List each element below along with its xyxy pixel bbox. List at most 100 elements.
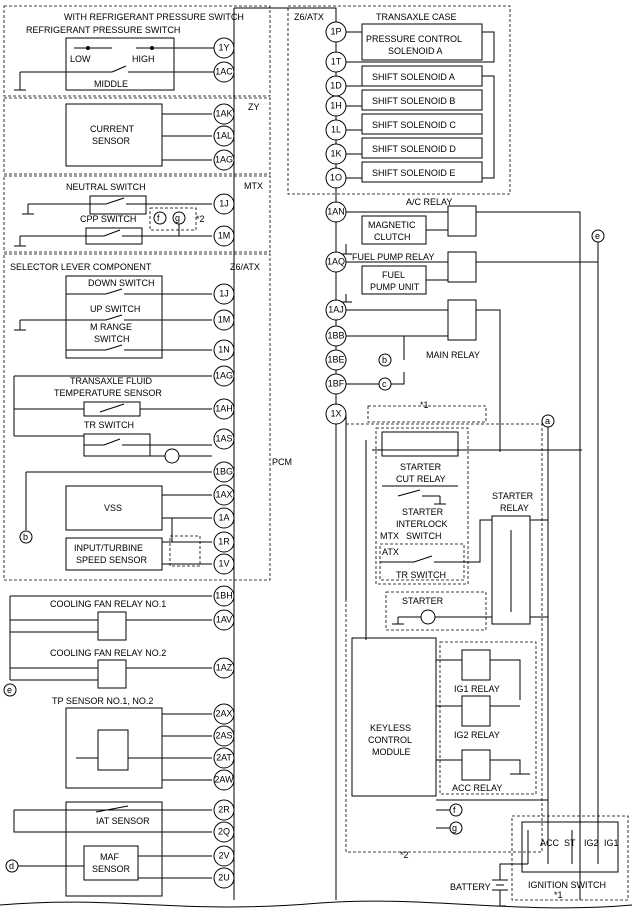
svg-text:1AX: 1AX <box>215 489 232 499</box>
tft-label-1: TRANSAXLE FLUID <box>70 376 153 386</box>
maf-box <box>83 845 139 881</box>
svg-text:1N: 1N <box>218 344 230 354</box>
pin-1r: 1R <box>213 531 235 553</box>
pin-2at: 2AT <box>213 747 235 769</box>
svg-text:1AZ: 1AZ <box>216 662 233 672</box>
zy-tag: ZY <box>248 102 260 112</box>
pin-1ax: 1AX <box>213 484 235 506</box>
pin-1n: 1N <box>213 339 235 361</box>
mtx-right-label: MTX <box>380 531 399 541</box>
pcm-right-bus <box>234 7 337 900</box>
starter-keyless-section: *1 *2 STARTER CUT RELAY STARTER INTERLOC… <box>345 400 582 860</box>
neutral-section-frame <box>3 175 271 253</box>
ground-symbol <box>14 72 26 91</box>
battery-symbol <box>492 879 508 907</box>
right-pins: 1AN 1AQ 1AJ 1BB 1BE 1BF 1X <box>325 201 347 425</box>
svg-text:2R: 2R <box>218 804 230 814</box>
keyless-module-box <box>351 637 437 797</box>
svg-text:2AX: 2AX <box>215 708 232 718</box>
tr-switch-right-label: TR SWITCH <box>396 570 446 580</box>
ign-term-ig1: IG1 <box>604 838 619 848</box>
m-range-switch-label: SWITCH <box>94 334 130 344</box>
pin-1ak: 1AK <box>213 103 235 125</box>
current-sensor-box <box>65 103 163 167</box>
atx-label: ATX <box>382 547 399 557</box>
sensors-section: TRANSAXLE FLUID TEMPERATURE SENSOR TR SW… <box>13 375 212 571</box>
solenoid-b-label: SHIFT SOLENOID B <box>372 96 455 106</box>
acc-relay-label: ACC RELAY <box>452 783 502 793</box>
tr-switch-label: TR SWITCH <box>84 420 134 430</box>
interlock-label-1: STARTER <box>402 507 444 517</box>
g-ref-right: g <box>452 823 457 833</box>
ig1-relay-label: IG1 RELAY <box>454 684 500 694</box>
ignition-switch-label: IGNITION SWITCH <box>528 880 606 890</box>
svg-text:1AQ: 1AQ <box>327 256 345 266</box>
a-ref-right: a <box>545 416 550 426</box>
svg-text:1AG: 1AG <box>215 370 233 380</box>
pin-2u: 2U <box>213 867 235 889</box>
svg-text:2AS: 2AS <box>215 730 232 740</box>
pin-1ag-cs: 1AG <box>213 149 235 171</box>
svg-text:1K: 1K <box>330 148 341 158</box>
starter-relay-label-1: STARTER <box>492 491 534 501</box>
svg-text:1AK: 1AK <box>215 108 232 118</box>
note-2-left: *2 <box>196 214 205 224</box>
keyless-label-3: MODULE <box>372 747 411 757</box>
pin-1bg: 1BG <box>213 461 235 483</box>
pin-1as: 1AS <box>213 428 235 450</box>
note-1-top: *1 <box>420 400 429 410</box>
keyless-label-2: CONTROL <box>368 735 412 745</box>
main-relay-label: MAIN RELAY <box>426 350 480 360</box>
svg-text:1L: 1L <box>331 124 341 134</box>
svg-text:1AS: 1AS <box>215 433 232 443</box>
pin-2aw: 2AW <box>213 769 235 791</box>
pin-2ax: 2AX <box>213 703 235 725</box>
svg-text:1AG: 1AG <box>215 154 233 164</box>
svg-text:1O: 1O <box>330 172 342 182</box>
starter-label: STARTER <box>402 596 444 606</box>
pin-1be: 1BE <box>325 349 347 371</box>
c-ref-right: c <box>382 379 387 389</box>
ign-term-ig2: IG2 <box>584 838 599 848</box>
e-ref-left: e <box>7 685 12 695</box>
svg-text:1BB: 1BB <box>327 330 344 340</box>
pin-1d: 1D <box>325 75 347 97</box>
z6atx-tag-left: Z6/ATX <box>230 262 260 272</box>
pin-1an: 1AN <box>325 201 347 223</box>
tft-label-2: TEMPERATURE SENSOR <box>54 388 162 398</box>
b-ref-right: b <box>382 355 387 365</box>
svg-text:1BH: 1BH <box>215 590 233 600</box>
transaxle-section: Z6/ATX TRANSAXLE CASE PRESSURE CONTROL S… <box>287 5 511 195</box>
refrigerant-title-2: REFRIGERANT PRESSURE SWITCH <box>26 25 180 35</box>
ign-term-st: ST <box>564 838 576 848</box>
current-sensor-section: ZY CURRENT SENSOR <box>3 97 271 175</box>
f-ref-left: f <box>157 213 160 223</box>
starter-cut-label-2: CUT RELAY <box>396 474 446 484</box>
pin-1bf: 1BF <box>325 373 347 395</box>
pin-1ah: 1AH <box>213 398 235 420</box>
refrigerant-switch-box <box>65 37 175 91</box>
svg-text:1BE: 1BE <box>327 354 344 364</box>
svg-text:1AV: 1AV <box>216 614 232 624</box>
pin-1h: 1H <box>325 95 347 117</box>
right-relays: A/C RELAY MAGNETIC CLUTCH FUEL PUMP RELA… <box>340 197 605 900</box>
iat-maf-section: IAT SENSOR MAF SENSOR d <box>5 801 212 897</box>
pin-1o: 1O <box>325 167 347 189</box>
svg-text:2Q: 2Q <box>218 826 230 836</box>
iat-sensor-label: IAT SENSOR <box>96 816 150 826</box>
starter-cut-label-1: STARTER <box>400 462 442 472</box>
ac-relay-label: A/C RELAY <box>406 197 452 207</box>
middle-label: MIDDLE <box>94 79 128 89</box>
pin-2r: 2R <box>213 799 235 821</box>
pin-1al: 1AL <box>213 125 235 147</box>
fuel-pump-relay-label: FUEL PUMP RELAY <box>352 252 434 262</box>
vss-box <box>65 485 163 531</box>
current-label: CURRENT <box>90 124 135 134</box>
up-switch-label: UP SWITCH <box>90 304 140 314</box>
pin-1aj: 1AJ <box>325 299 347 321</box>
interlock-label-3: SWITCH <box>406 531 442 541</box>
svg-text:1AH: 1AH <box>215 403 233 413</box>
starter-relay-label-2: RELAY <box>500 503 529 513</box>
pin-1av: 1AV <box>213 609 235 631</box>
